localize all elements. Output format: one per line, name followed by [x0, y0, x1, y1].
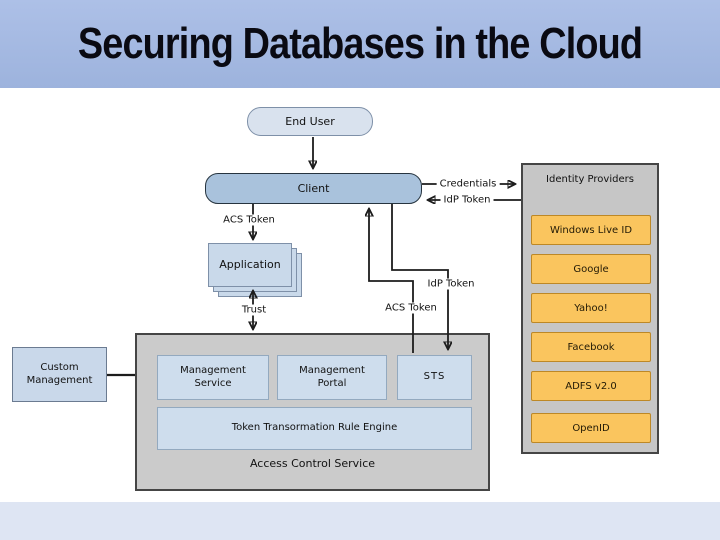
provider-openid: OpenID — [531, 413, 651, 443]
label-acs-token-sts: ACS Token — [382, 302, 440, 314]
page-title: Securing Databases in the Cloud — [77, 19, 643, 68]
application-node: Application — [208, 243, 292, 287]
provider-adfs: ADFS v2.0 — [531, 371, 651, 401]
access-control-service-label: Access Control Service — [249, 457, 376, 470]
identity-providers-title: Identity Providers — [546, 174, 634, 185]
label-idp-token-sts: IdP Token — [424, 278, 478, 290]
provider-label: OpenID — [572, 422, 610, 434]
provider-google: Google — [531, 254, 651, 284]
provider-label: Facebook — [567, 341, 615, 353]
provider-label: Google — [573, 263, 609, 275]
management-service-node: Management Service — [157, 355, 269, 400]
sts-node: STS — [397, 355, 472, 400]
provider-yahoo: Yahoo! — [531, 293, 651, 323]
label-trust: Trust — [238, 304, 270, 316]
client-node: Client — [205, 173, 422, 204]
provider-windows-live-id: Windows Live ID — [531, 215, 651, 245]
token-rule-engine-node: Token Transormation Rule Engine — [157, 407, 472, 450]
provider-label: Yahoo! — [574, 302, 608, 314]
end-user-node: End User — [247, 107, 373, 136]
end-user-label: End User — [285, 114, 335, 128]
label-idp-token-top: IdP Token — [440, 194, 494, 206]
wire-acs-token-sts — [369, 210, 414, 353]
provider-label: ADFS v2.0 — [565, 380, 617, 392]
access-control-service-panel: Management Service Management Portal STS… — [135, 333, 490, 491]
label-acs-token-client: ACS Token — [220, 214, 278, 226]
provider-label: Windows Live ID — [549, 224, 633, 236]
management-portal-label: Management Portal — [299, 365, 365, 389]
label-credentials: Credentials — [436, 178, 500, 190]
sts-label: STS — [423, 371, 446, 383]
bottom-strip — [0, 502, 720, 540]
wire-idp-token-sts — [391, 204, 448, 348]
provider-facebook: Facebook — [531, 332, 651, 362]
management-service-label: Management Service — [180, 365, 246, 389]
custom-management-node: Custom Management — [12, 347, 107, 402]
application-label: Application — [219, 258, 281, 272]
identity-providers-panel: Identity Providers Windows Live ID Googl… — [521, 163, 659, 454]
custom-management-label: Custom Management — [26, 362, 93, 386]
token-rule-engine-label: Token Transormation Rule Engine — [231, 422, 398, 434]
management-portal-node: Management Portal — [277, 355, 387, 400]
client-label: Client — [297, 181, 330, 195]
title-banner: Securing Databases in the Cloud — [0, 0, 720, 88]
